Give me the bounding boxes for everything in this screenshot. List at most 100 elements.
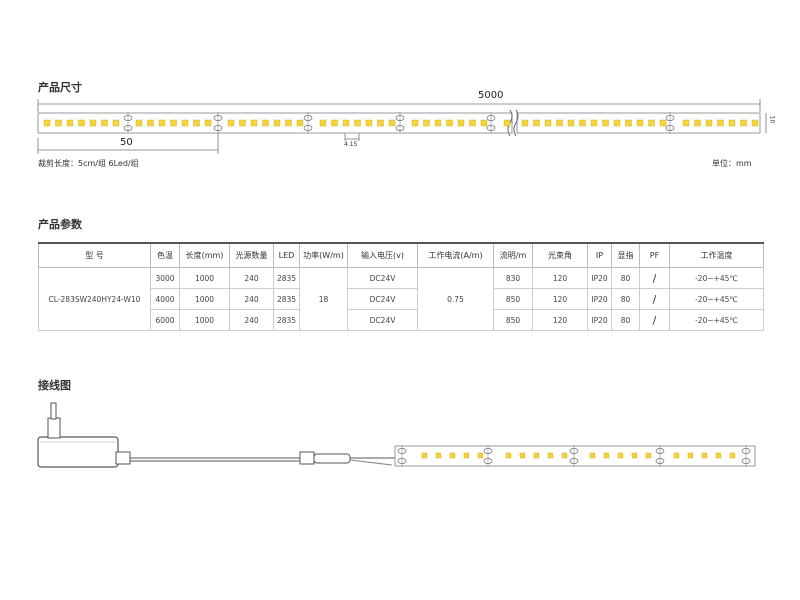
led-chip <box>388 119 396 127</box>
header-cell: 输入电压(v) <box>347 242 418 268</box>
led-chip <box>547 452 554 459</box>
led-chip <box>469 119 476 127</box>
led-chip <box>613 119 621 127</box>
led-chip <box>285 119 292 127</box>
dc-cable <box>130 451 395 466</box>
led-chip <box>204 119 212 127</box>
led-chip <box>411 119 419 127</box>
power-cell: 18 <box>299 267 348 331</box>
table-cell: 80 <box>611 309 640 331</box>
led-chip <box>477 452 484 459</box>
led-chip <box>89 119 97 127</box>
led-chip <box>446 119 453 127</box>
table-cell: IP20 <box>587 288 612 310</box>
led-chip <box>659 119 667 127</box>
header-cell: 工作温度 <box>669 242 764 268</box>
led-chip <box>729 452 736 459</box>
led-chip <box>158 119 166 127</box>
table-cell: / <box>639 288 670 310</box>
table-cell: DC24V <box>347 309 418 331</box>
header-cell: 显指 <box>611 242 640 268</box>
led-chip <box>331 119 338 127</box>
led-chip <box>66 119 74 127</box>
led-chip <box>101 119 108 127</box>
led-chip <box>463 452 470 459</box>
led-chip <box>365 119 373 127</box>
table-cell: -20~+45℃ <box>669 309 764 331</box>
led-chip <box>262 119 269 127</box>
led-chip <box>636 119 644 127</box>
led-chip <box>717 119 724 127</box>
led-chip <box>590 119 598 127</box>
led-chip <box>377 119 384 127</box>
led-chip <box>617 452 624 459</box>
led-chip <box>342 119 350 127</box>
led-chip <box>631 452 638 459</box>
led-chip <box>239 119 246 127</box>
unit-note: 单位：mm <box>712 159 752 168</box>
led-chip <box>505 452 512 459</box>
table-cell: 2835 <box>273 267 300 289</box>
total-length-label: 5000 <box>478 90 504 101</box>
dimensions-title: 产品尺寸 <box>38 81 82 94</box>
led-chip <box>434 119 442 127</box>
table-cell: 3000 <box>150 267 180 289</box>
led-chip <box>533 452 540 459</box>
power-adapter <box>37 402 131 468</box>
table-cell: -20~+45℃ <box>669 267 764 289</box>
led-chip <box>135 119 143 127</box>
led-chip <box>319 119 327 127</box>
header-cell: 色温 <box>150 242 180 268</box>
led-chip <box>603 452 610 459</box>
led-chip <box>250 119 258 127</box>
table-cell: 120 <box>532 267 588 289</box>
table-cell: 80 <box>611 267 640 289</box>
led-chip <box>43 119 51 127</box>
led-chip <box>227 119 235 127</box>
table-cell: / <box>639 267 670 289</box>
led-chip <box>602 119 609 127</box>
table-cell: 850 <box>493 309 533 331</box>
led-chip <box>449 452 456 459</box>
table-cell: 120 <box>532 309 588 331</box>
table-cell: IP20 <box>587 309 612 331</box>
led-chip <box>701 452 708 459</box>
led-chip <box>544 119 552 127</box>
led-chip <box>78 119 85 127</box>
table-cell: -20~+45℃ <box>669 288 764 310</box>
led-chip <box>556 119 563 127</box>
led-chip <box>112 119 120 127</box>
header-cell: 工作电流(A/m) <box>417 242 494 268</box>
segment-length-label: 50 <box>120 137 133 148</box>
led-chip <box>740 119 747 127</box>
table-cell: 240 <box>229 288 274 310</box>
led-chip <box>193 119 200 127</box>
led-chip <box>296 119 304 127</box>
table-cell: DC24V <box>347 288 418 310</box>
header-cell: PF <box>639 242 670 268</box>
table-cell: 4000 <box>150 288 180 310</box>
led-chip <box>567 119 575 127</box>
current-cell: 0.75 <box>417 267 494 331</box>
led-chip <box>687 452 694 459</box>
table-cell: 240 <box>229 309 274 331</box>
table-cell: 6000 <box>150 309 180 331</box>
led-chip <box>435 452 442 459</box>
params-title: 产品参数 <box>38 218 82 231</box>
wiring-strip <box>394 445 756 467</box>
header-cell: 功率(W/m) <box>299 242 348 268</box>
table-cell: DC24V <box>347 267 418 289</box>
table-cell: 830 <box>493 267 533 289</box>
led-chip <box>589 452 596 459</box>
led-chip <box>147 119 154 127</box>
led-chip <box>694 119 701 127</box>
led-chip <box>423 119 430 127</box>
table-cell: 1000 <box>179 267 230 289</box>
led-chip <box>728 119 736 127</box>
cut-note: 裁剪长度：5cm/组 6Led/组 <box>38 159 139 168</box>
